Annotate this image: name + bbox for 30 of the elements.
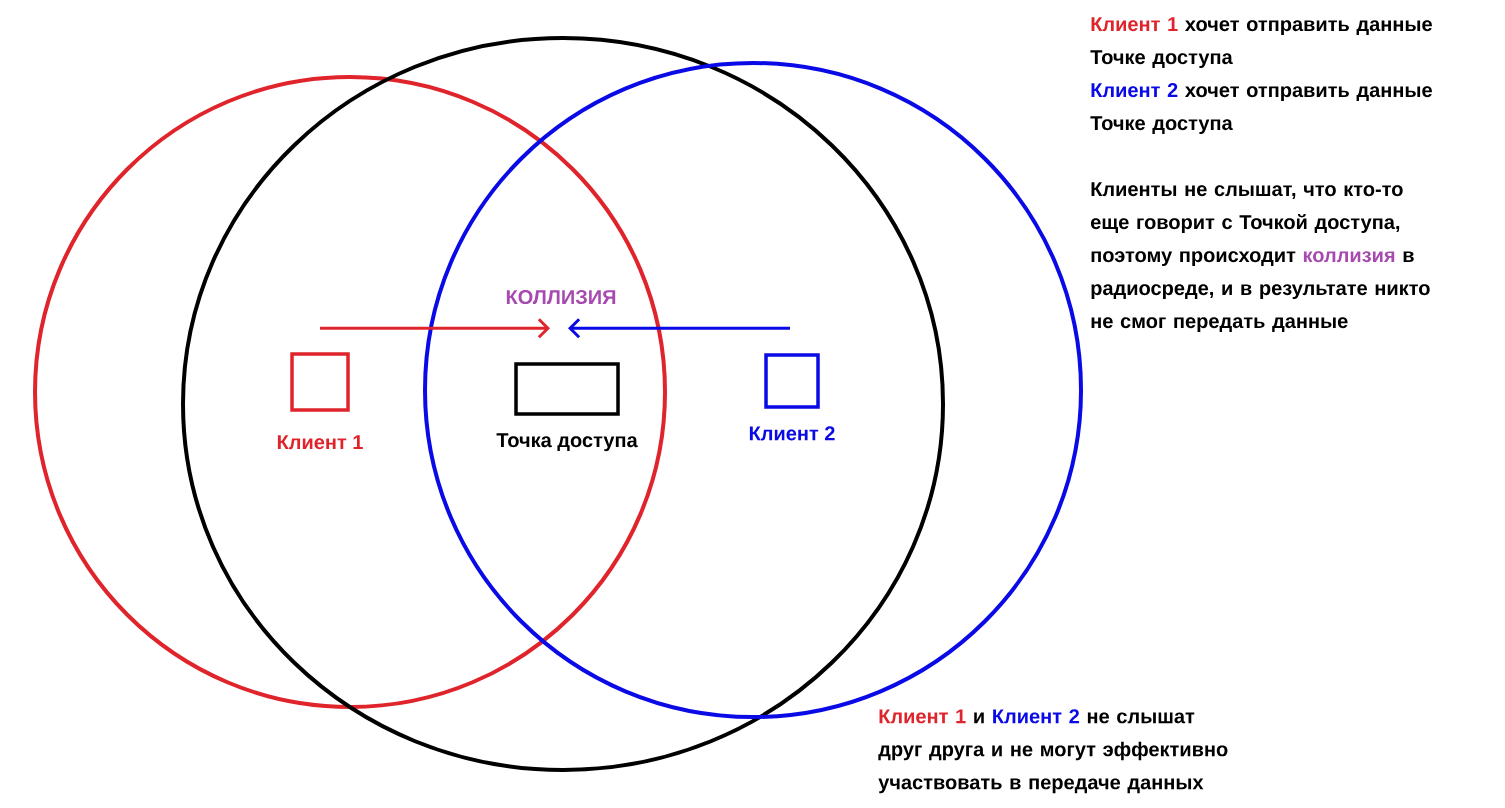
- arrow: [568, 318, 790, 339]
- collision-label: КОЛЛИЗИЯ: [506, 289, 616, 305]
- note: Клиент 1 и Клиент 2 не слышат друг друга и не могут эффективно участвовать в передаче данных: [878, 709, 1228, 794]
- node-label: Клиент 1: [277, 435, 363, 450]
- node-label: Точка доступа: [496, 433, 638, 452]
- label: Клиенты не слышат, что кто-то: [1091, 182, 1403, 200]
- label: и: [974, 712, 984, 724]
- label: друг друга и не могут эффективно: [878, 741, 1228, 761]
- label: коллизия: [1303, 251, 1395, 263]
- label: Клиент 1: [1091, 17, 1178, 32]
- label: Точке доступа: [1090, 116, 1233, 135]
- label: Клиент 1: [879, 709, 966, 724]
- label: хочет отправить данные: [1185, 86, 1432, 102]
- node-label: Клиент 2: [749, 426, 835, 441]
- note: Клиент 1 хочет отправить данные Точке доступа Клиент 2 хочет отправить данные Точке доступа Клиенты не слышат, что кто-то еще говорит с Точкой доступа, поэтому происходит коллизия в радиосреде, и в результате никто не смог передать данные: [1090, 17, 1432, 333]
- label: Точке доступа: [1090, 50, 1233, 69]
- client-box: Клиент 1: [277, 352, 363, 450]
- label: не слышат: [1087, 712, 1195, 724]
- access-point-box: Точка доступа: [496, 362, 638, 452]
- label: в: [1403, 251, 1414, 262]
- label: хочет отправить данные: [1185, 20, 1432, 36]
- label: Клиент 2: [993, 709, 1079, 724]
- arrow: [320, 318, 550, 339]
- client-box: Клиент 2: [749, 353, 835, 441]
- label: радиосреде, и в результате никто: [1091, 284, 1430, 300]
- label: поэтому происходит: [1091, 251, 1296, 267]
- label: еще говорит с Точкой доступа,: [1090, 214, 1400, 234]
- label: участвовать в передаче данных: [878, 778, 1204, 794]
- label: Клиент 2: [1091, 83, 1178, 98]
- label: не смог передать данные: [1091, 317, 1348, 333]
